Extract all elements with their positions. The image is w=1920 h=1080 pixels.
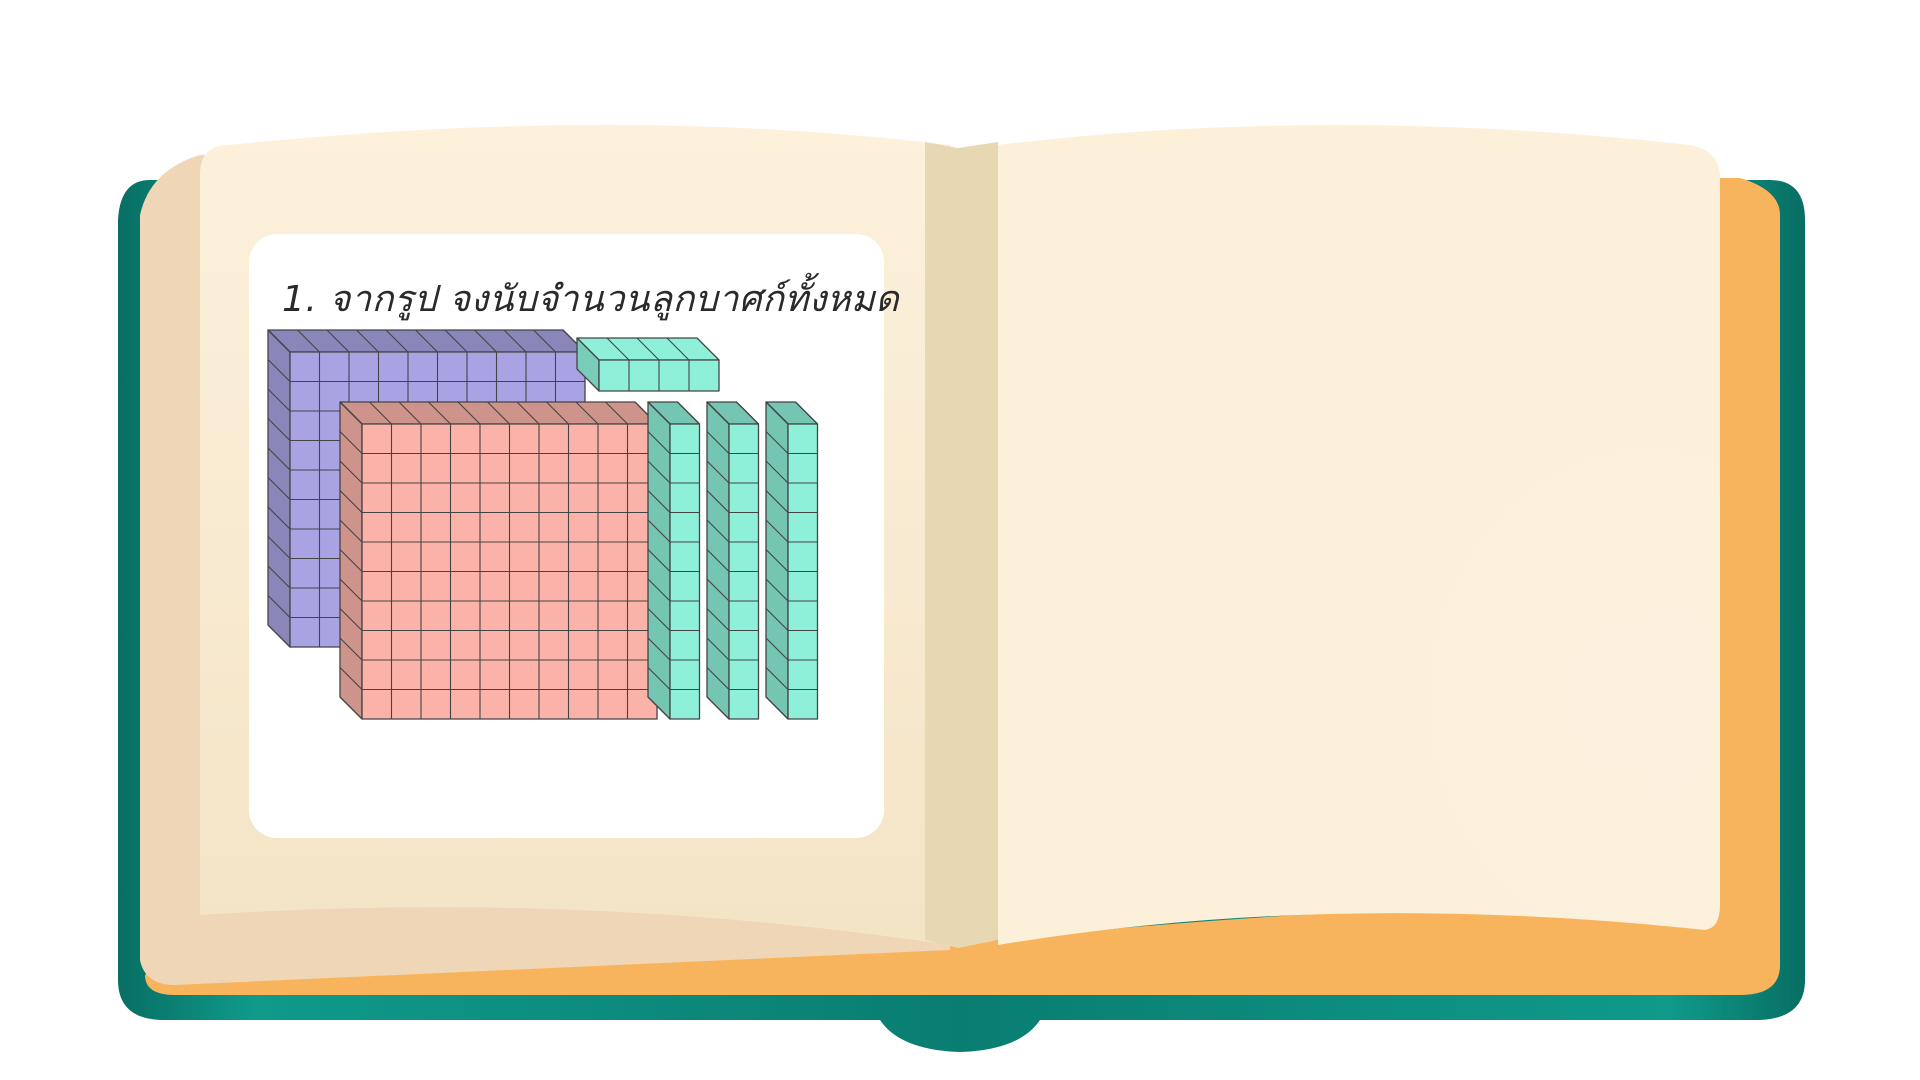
rod-v-1-top-edge xyxy=(677,401,700,425)
flat-front-side-edge xyxy=(339,637,363,661)
flat-front-side-edge xyxy=(339,549,363,572)
flat-front-top-edge xyxy=(575,401,599,425)
flat-back-side-edge xyxy=(267,565,291,589)
hundreds-flat-front xyxy=(339,401,658,720)
flat-front-top-edge xyxy=(605,401,628,425)
flat-front-side-edge xyxy=(339,608,363,631)
flat-front-top-edge xyxy=(428,401,451,425)
right-page xyxy=(998,125,1720,945)
rod-v-2-side-edge xyxy=(706,549,730,572)
rod-v-1-side-edge xyxy=(647,460,671,484)
flat-back-top-edge xyxy=(326,329,350,353)
rod-v-3-side-edge xyxy=(765,696,789,720)
rod-v-3-side-edge xyxy=(765,519,789,543)
flat-front-side-edge xyxy=(339,490,363,513)
rod-v-2-side-edge xyxy=(706,401,730,425)
rod-v-1-side-edge xyxy=(647,401,671,425)
rod-v-3-side-edge xyxy=(765,549,789,572)
flat-front-side-edge xyxy=(339,401,363,425)
rod-v-2-side-edge xyxy=(706,637,730,661)
tens-rod-vertical-1 xyxy=(647,401,701,720)
rod-v-3-side-edge xyxy=(765,401,789,425)
rod-v-2-side-edge xyxy=(706,696,730,720)
flat-front-top-edge xyxy=(457,401,481,425)
rod-h-top-edge xyxy=(636,337,660,361)
question-card: 1. จากรูป จงนับจำนวนลูกบาศก์ทั้งหมด xyxy=(249,234,900,838)
flat-back-top-edge xyxy=(385,329,409,353)
flat-front-side-edge xyxy=(339,431,363,454)
rod-v-2-side-edge xyxy=(706,460,730,484)
flat-back-side-edge xyxy=(267,477,291,500)
rod-v-2-side-edge xyxy=(706,578,730,602)
rod-v-3-side-edge xyxy=(765,460,789,484)
rod-v-2-side-edge xyxy=(706,431,730,454)
rod-v-1-side-edge xyxy=(647,578,671,602)
rod-v-2-side-edge xyxy=(706,490,730,513)
rod-v-3-side-edge xyxy=(765,578,789,602)
tens-rod-horizontal xyxy=(576,337,720,392)
flat-back-top-edge xyxy=(474,329,497,353)
base-ten-blocks xyxy=(267,329,819,720)
flat-back-top-edge xyxy=(503,329,527,353)
flat-front-side-edge xyxy=(339,460,363,484)
rod-v-1-side-edge xyxy=(647,608,671,631)
rod-h-top-edge xyxy=(666,337,690,361)
rod-v-3-side-edge xyxy=(765,490,789,513)
flat-back-top-edge xyxy=(415,329,438,353)
question-text: 1. จากรูป จงนับจำนวนลูกบาศก์ทั้งหมด xyxy=(282,279,900,320)
flat-back-side-edge xyxy=(267,388,291,412)
rod-v-1-side-edge xyxy=(647,637,671,661)
flat-front-side-edge xyxy=(339,578,363,602)
rod-v-3-side-edge xyxy=(765,637,789,661)
rod-v-1-side-edge xyxy=(647,490,671,513)
flat-back-side-edge xyxy=(267,595,291,618)
rod-v-2-top-edge xyxy=(736,401,759,425)
flat-front-top-edge xyxy=(369,401,392,425)
flat-back-top-edge xyxy=(533,329,556,353)
rod-v-3-side-edge xyxy=(765,431,789,454)
book-spine xyxy=(925,142,998,948)
flat-back-side-edge xyxy=(267,536,291,559)
rod-v-3-side-edge xyxy=(765,667,789,690)
flat-back-top-edge xyxy=(444,329,468,353)
rod-v-1-side-edge xyxy=(647,667,671,690)
flat-back-top-edge xyxy=(297,329,320,353)
rod-v-3-side-edge xyxy=(765,608,789,631)
flat-back-side-edge xyxy=(267,447,291,471)
rod-v-1-side-edge xyxy=(647,696,671,720)
flat-front-top-edge xyxy=(487,401,510,425)
flat-front-top-edge xyxy=(398,401,422,425)
flat-front-top-edge xyxy=(516,401,540,425)
flat-back-side-edge xyxy=(267,418,291,441)
flat-back-top-edge xyxy=(356,329,379,353)
flat-back-side-edge xyxy=(267,506,291,530)
flat-back-side-edge xyxy=(267,329,291,353)
rod-v-2-side-edge xyxy=(706,608,730,631)
flat-front-side-edge xyxy=(339,667,363,690)
rod-v-2-side-edge xyxy=(706,519,730,543)
rod-v-2-side-edge xyxy=(706,667,730,690)
rod-v-1-side-edge xyxy=(647,519,671,543)
rod-v-1-side-edge xyxy=(647,549,671,572)
flat-front-side-edge xyxy=(339,519,363,543)
tens-rod-vertical-3 xyxy=(765,401,819,720)
tens-rod-vertical-2 xyxy=(706,401,760,720)
rod-v-1-side-edge xyxy=(647,431,671,454)
flat-back-side-edge xyxy=(267,359,291,382)
rod-h-top-edge xyxy=(606,337,630,361)
flat-front-top-edge xyxy=(546,401,569,425)
flat-front-side-edge xyxy=(339,696,363,720)
flat-back-side-edge xyxy=(267,624,291,648)
rod-v-3-top-edge xyxy=(795,401,818,425)
